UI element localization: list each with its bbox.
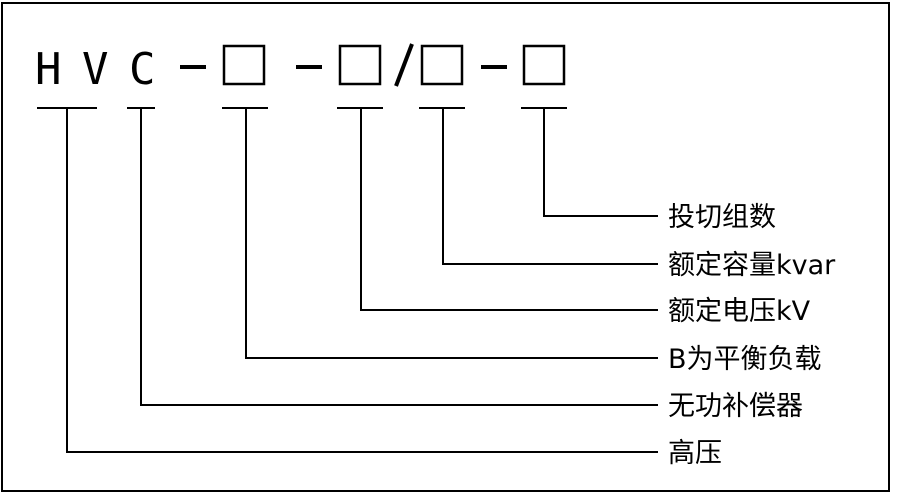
code-letter-h: H [35, 44, 62, 95]
label-balance: B为平衡负载 [668, 344, 822, 375]
leader-line-groups [543, 108, 658, 217]
placeholder-box-groups [522, 44, 566, 86]
label-capacity: 额定容量kvar [668, 250, 836, 281]
placeholder-box-voltage [338, 44, 382, 86]
label-groups: 投切组数 [668, 202, 776, 233]
leader-line-high-voltage [66, 108, 658, 453]
separator-slash [394, 43, 414, 87]
leader-line-balance [245, 108, 658, 359]
code-letter-c: C [129, 44, 156, 95]
label-voltage: 额定电压kV [668, 296, 811, 327]
label-high-voltage: 高压 [668, 438, 722, 469]
code-letter-v: V [82, 44, 109, 95]
placeholder-box-balance [222, 44, 266, 86]
label-compensator: 无功补偿器 [668, 391, 803, 422]
placeholder-box-capacity [420, 44, 464, 86]
leader-line-compensator [140, 108, 658, 406]
leader-line-capacity [442, 108, 658, 265]
leader-line-voltage [360, 108, 658, 311]
